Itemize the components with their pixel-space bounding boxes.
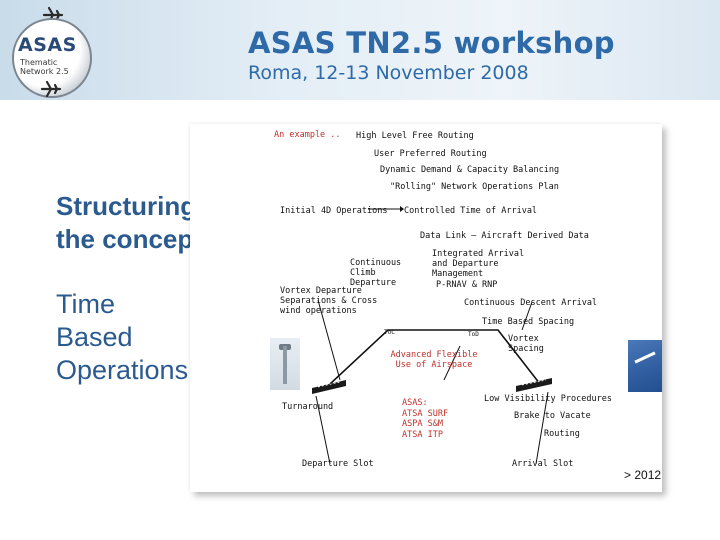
workshop-title: ASAS TN2.5 workshop <box>248 26 615 60</box>
label-tod: ToD <box>468 331 479 338</box>
workshop-subtitle: Roma, 12-13 November 2008 <box>248 62 529 84</box>
label-vortex-spacing: Vortex Spacing <box>508 334 544 354</box>
logo-subtext: Thematic Network 2.5 <box>20 58 69 76</box>
example-label: An example .. <box>274 130 341 140</box>
logo-text: ASAS <box>18 34 77 56</box>
label-turnaround: Turnaround <box>282 402 334 412</box>
label-continuous-climb: Continuous Climb Departure <box>350 258 402 288</box>
asas-applications-list: ASAS: ATSA SURF ASPA S&M ATSA ITP <box>402 398 449 440</box>
label-integrated-aman-dman: Integrated Arrival and Departure Managem… <box>432 249 525 279</box>
label-arrival-slot: Arrival Slot <box>512 459 574 469</box>
arrow-departure-slot <box>315 395 331 465</box>
label-advanced-fua: Advanced Flexible Use of Airspace <box>390 350 478 370</box>
slide-title: Structuring the concept <box>56 191 202 254</box>
arrow-arrival-slot <box>535 391 549 465</box>
header-banner: ASAS Thematic Network 2.5 ASAS TN2.5 wor… <box>0 0 720 100</box>
label-dcb: Dynamic Demand & Capacity Balancing <box>380 165 560 175</box>
pointer-line <box>521 301 533 331</box>
plane-icon-bottom <box>40 80 62 98</box>
pointer-line <box>317 299 341 381</box>
label-departure-slot: Departure Slot <box>302 459 374 469</box>
label-initial-4d: Initial 4D Operations <box>280 206 388 216</box>
label-vortex-departure: Vortex Departure Separations & Cross win… <box>280 286 378 316</box>
concept-diagram-panel <box>190 124 662 492</box>
label-time-based-spacing: Time Based Spacing <box>482 317 575 327</box>
label-prnav-rnp: P-RNAV & RNP <box>436 280 498 290</box>
asas-logo: ASAS Thematic Network 2.5 <box>4 6 104 98</box>
label-high-level-free-routing: High Level Free Routing <box>356 131 474 141</box>
year-label: > 2012 <box>624 468 662 482</box>
label-routing: Routing <box>544 429 580 439</box>
label-controlled-time: Controlled Time of Arrival <box>404 206 538 216</box>
slide-subtitle: Time Based Operations <box>56 289 189 385</box>
label-data-link: Data Link – Aircraft Derived Data <box>420 231 589 241</box>
label-low-visibility: Low Visibility Procedures <box>484 394 612 404</box>
label-user-preferred-routing: User Preferred Routing <box>374 149 487 159</box>
flight-profile-path <box>329 329 541 385</box>
arrival-runway-icon <box>516 378 552 392</box>
label-rolling-plan: "Rolling" Network Operations Plan <box>390 182 559 192</box>
pointer-line <box>443 345 461 381</box>
departure-runway-icon <box>312 380 346 394</box>
label-brake-to-vacate: Brake to Vacate <box>514 411 591 421</box>
control-tower-image <box>270 338 300 390</box>
label-continuous-descent: Continuous Descent Arrival <box>464 298 598 308</box>
aircraft-tail-image <box>628 340 662 392</box>
label-toc: ToC <box>384 329 395 336</box>
